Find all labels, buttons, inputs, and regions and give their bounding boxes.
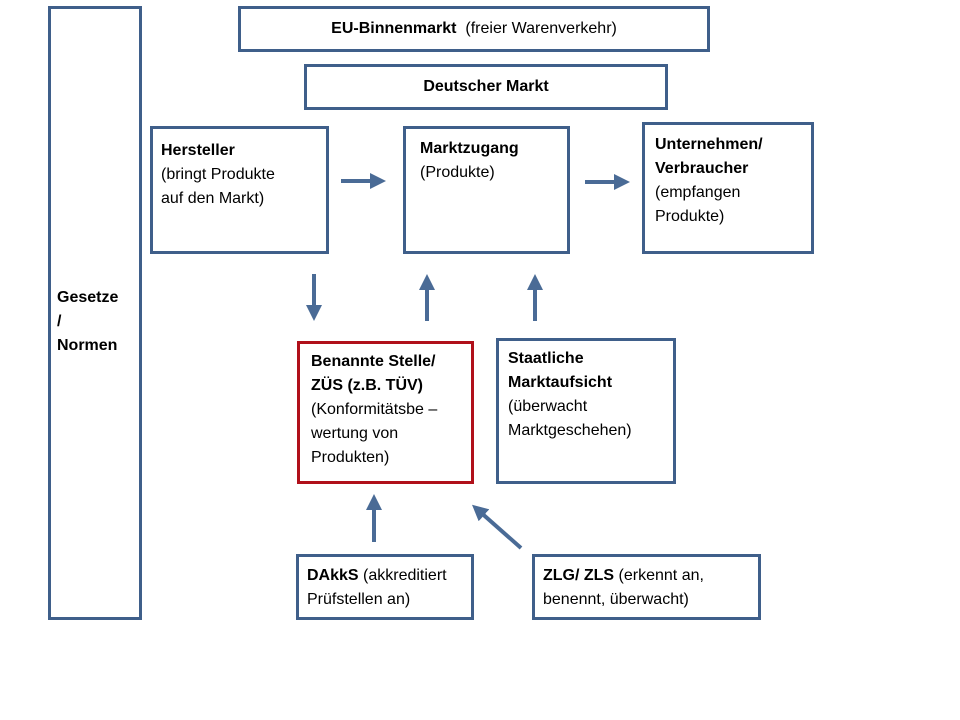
companies-consumers-title: Unternehmen/ Verbraucher <box>655 136 763 177</box>
laws-norms-box: Gesetze / Normen <box>48 6 142 620</box>
zlg-zls-desc: (erkennt an, benennt, überwacht) <box>543 567 704 608</box>
market-access-title: Marktzugang <box>420 140 519 157</box>
market-surveillance-desc: (überwacht Marktgeschehen) <box>508 398 632 439</box>
eu-market-title: EU-Binnenmarkt <box>331 20 457 37</box>
eu-single-market-box: EU-Binnenmarkt (freier Warenverkehr) <box>238 6 710 52</box>
laws-norms-label: Gesetze / Normen <box>57 289 119 354</box>
eu-market-desc: (freier Warenverkehr) <box>465 20 617 37</box>
dakks-desc: (akkreditiert Prüfstellen an) <box>307 567 447 608</box>
market-surveillance-box: Staatliche Marktaufsicht (überwacht Mark… <box>496 338 676 484</box>
german-market-title: Deutscher Markt <box>423 78 549 95</box>
market-access-box: Marktzugang (Produkte) <box>403 126 570 254</box>
notified-body-title: Benannte Stelle/ ZÜS (z.B. TÜV) <box>311 353 436 394</box>
dakks-box: DAkkS (akkreditiert Prüfstellen an) <box>296 554 474 620</box>
notified-body-box: Benannte Stelle/ ZÜS (z.B. TÜV) (Konform… <box>297 341 474 484</box>
notified-body-desc: (Konformitätsbe – wertung von Produkten) <box>311 401 438 466</box>
companies-consumers-desc: (empfangen Produkte) <box>655 184 741 225</box>
arrow-zlg-to-notified-body <box>472 504 523 550</box>
market-surveillance-title: Staatliche Marktaufsicht <box>508 350 613 391</box>
market-access-desc: (Produkte) <box>420 164 495 181</box>
dakks-title: DAkkS <box>307 567 359 584</box>
zlg-zls-box: ZLG/ ZLS (erkennt an, benennt, überwacht… <box>532 554 761 620</box>
zlg-zls-title: ZLG/ ZLS <box>543 567 615 584</box>
manufacturer-title: Hersteller <box>161 142 235 159</box>
german-market-box: Deutscher Markt <box>304 64 668 110</box>
manufacturer-desc: (bringt Produkte auf den Markt) <box>161 166 275 207</box>
manufacturer-box: Hersteller (bringt Produkte auf den Mark… <box>150 126 329 254</box>
companies-consumers-box: Unternehmen/ Verbraucher (empfangen Prod… <box>642 122 814 254</box>
